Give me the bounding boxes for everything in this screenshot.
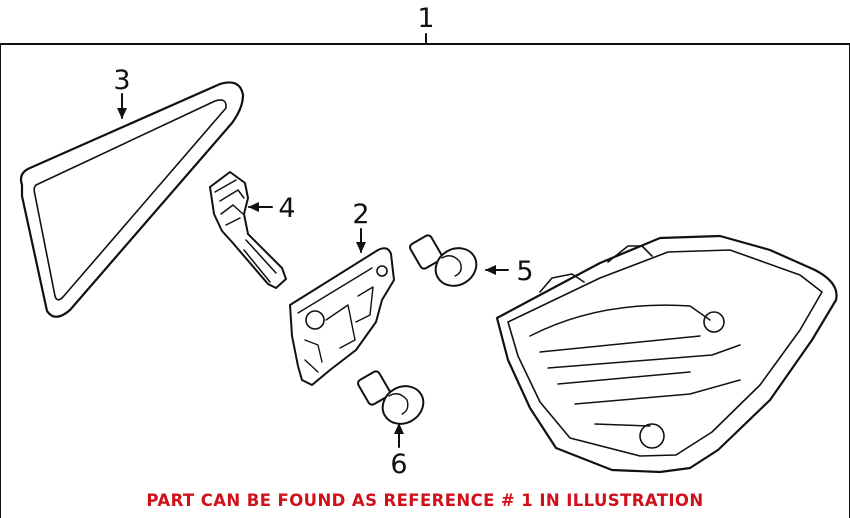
tail-lamp-assembly[interactable] bbox=[495, 234, 838, 474]
part-2-bulb-carrier[interactable] bbox=[289, 247, 395, 386]
assembly-frame bbox=[0, 33, 850, 518]
part-5-bulb[interactable] bbox=[409, 234, 484, 293]
callout-3[interactable]: 3 bbox=[113, 65, 130, 96]
part-4-harness[interactable] bbox=[209, 171, 287, 289]
part-6-bulb[interactable] bbox=[357, 370, 431, 431]
reference-footnote: PART CAN BE FOUND AS REFERENCE # 1 IN IL… bbox=[146, 491, 704, 510]
callout-5[interactable]: 5 bbox=[516, 256, 533, 287]
callout-4[interactable]: 4 bbox=[278, 193, 295, 224]
callout-6[interactable]: 6 bbox=[390, 449, 407, 480]
callout-2[interactable]: 2 bbox=[352, 199, 369, 230]
callout-1[interactable]: 1 bbox=[417, 3, 434, 34]
part-3-gasket[interactable] bbox=[19, 81, 245, 318]
